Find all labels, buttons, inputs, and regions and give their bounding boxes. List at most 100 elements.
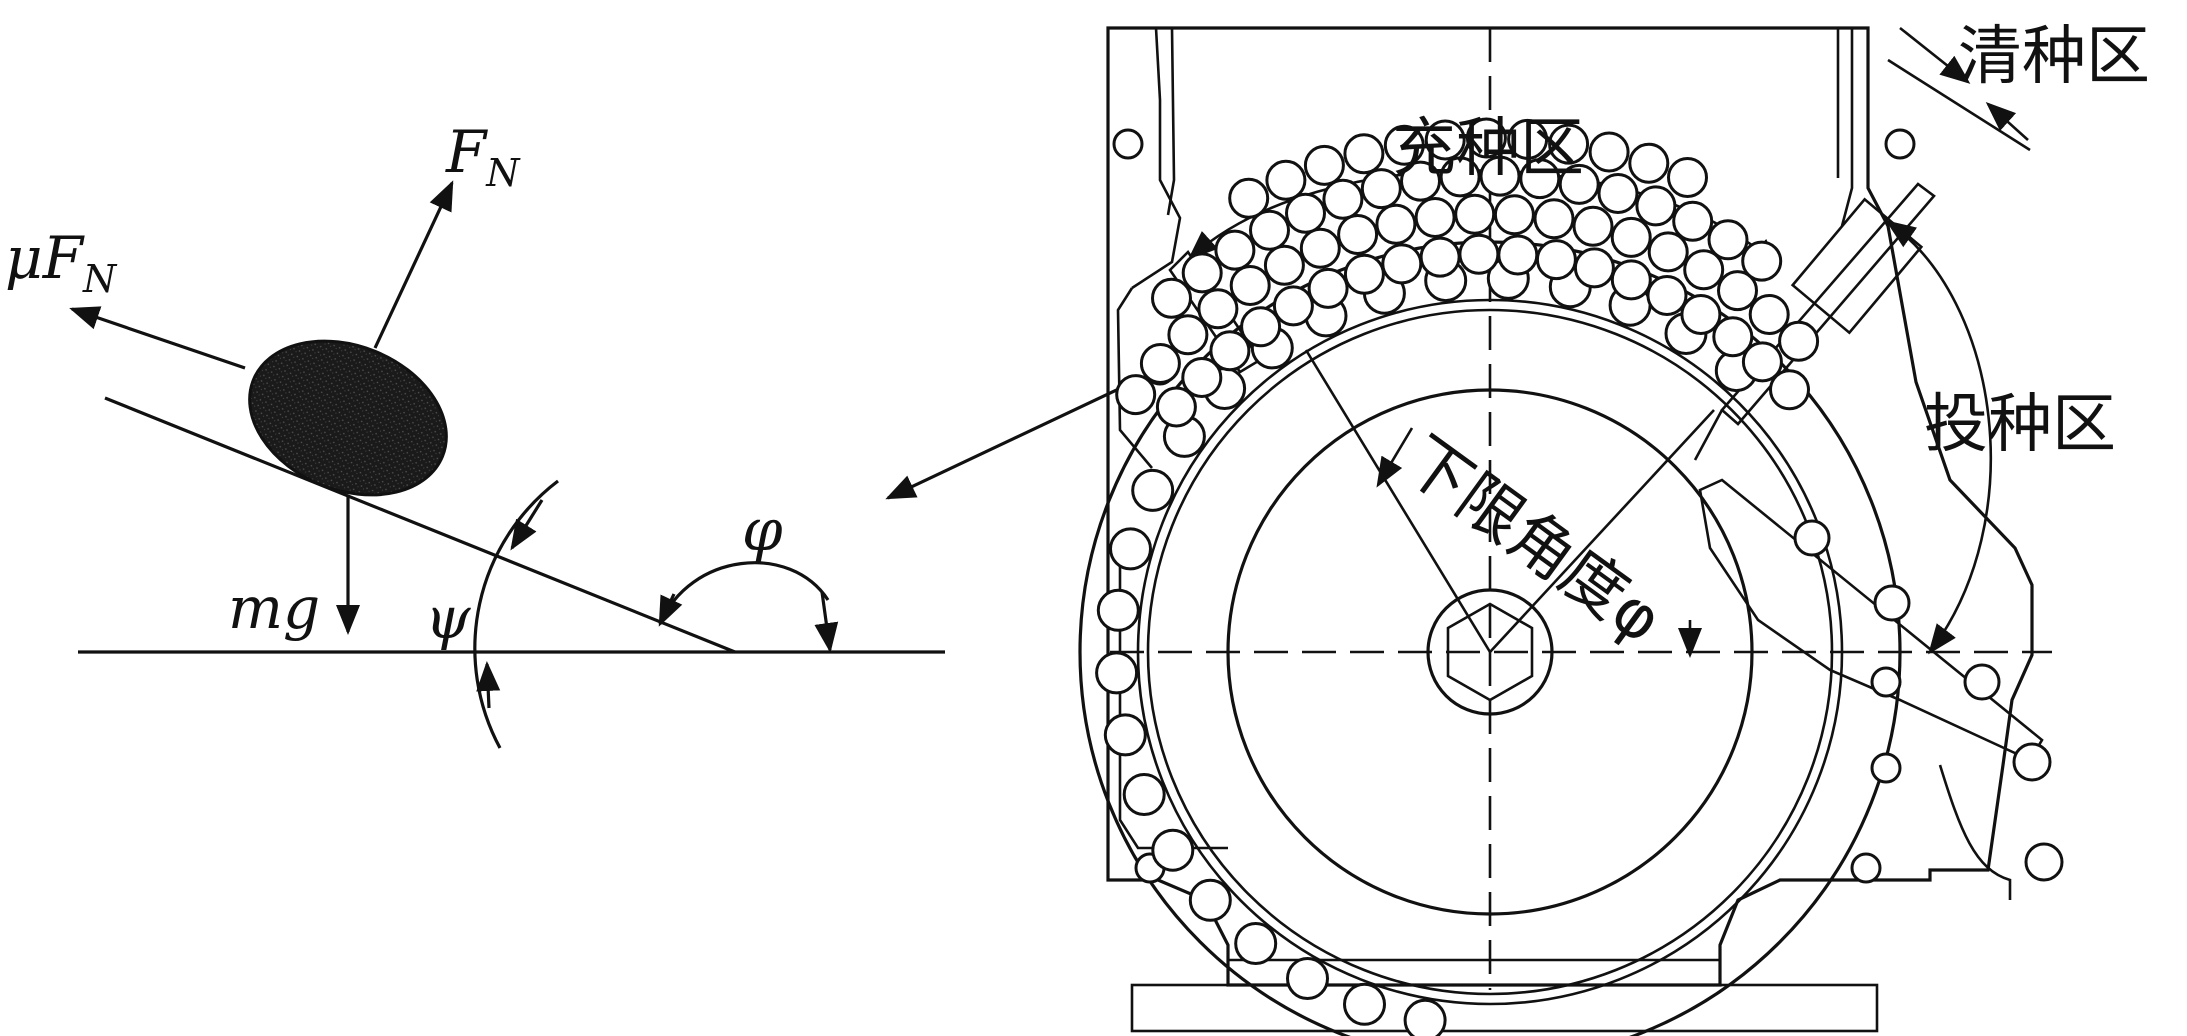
discharge-chute bbox=[1698, 478, 2044, 762]
phi-arc-right-tick bbox=[814, 591, 839, 653]
pile-seed bbox=[1151, 277, 1192, 319]
pile-seed bbox=[1717, 270, 1758, 312]
pile-seed bbox=[1343, 133, 1385, 175]
discharge-lip bbox=[1938, 764, 2012, 900]
pile-seed bbox=[1228, 177, 1270, 219]
pile-seed bbox=[1465, 117, 1507, 159]
gravity-label: mg bbox=[228, 574, 320, 642]
clearing-zone-label: 清种区 bbox=[1958, 20, 2150, 94]
pile-seed bbox=[1558, 163, 1600, 205]
pile-seed bbox=[1741, 341, 1783, 383]
pile-seed bbox=[1263, 244, 1305, 286]
pocket-seed bbox=[1109, 527, 1152, 571]
pile-seed bbox=[1139, 343, 1181, 384]
radial-line-left bbox=[1304, 349, 1492, 653]
pile-seed bbox=[1229, 265, 1271, 306]
pile-seed bbox=[1419, 236, 1461, 278]
pile-seed bbox=[1646, 275, 1688, 316]
pile-seed bbox=[1115, 374, 1157, 416]
pile-seed bbox=[1572, 205, 1614, 247]
pile-seed bbox=[1769, 369, 1810, 411]
clearing-zone-leader bbox=[1887, 58, 2031, 152]
hopper-left-inner bbox=[1166, 27, 1176, 216]
friction-force-label: μFN bbox=[5, 224, 118, 301]
pile-seed bbox=[1610, 216, 1652, 258]
pile-seed bbox=[1383, 124, 1425, 166]
pile-seed bbox=[1507, 118, 1549, 160]
pile-seed bbox=[1741, 240, 1783, 282]
pile-seed bbox=[1375, 203, 1417, 245]
pile-seed bbox=[1240, 306, 1282, 348]
pile-seed bbox=[1454, 193, 1496, 235]
pile-seed bbox=[1680, 294, 1722, 335]
pile-seed bbox=[1360, 168, 1402, 210]
pile-seed bbox=[1303, 144, 1345, 186]
pile-seed bbox=[1167, 314, 1209, 356]
pile-seed bbox=[1712, 316, 1754, 358]
pile-seed bbox=[1647, 231, 1689, 273]
pile-seed bbox=[1214, 229, 1256, 271]
psi-arc-lower-tick bbox=[476, 661, 501, 709]
hopper-right-wall bbox=[1840, 28, 1854, 227]
lower-limit-angle-label: 下限角度φ bbox=[1391, 423, 1676, 658]
pile-seed bbox=[1707, 219, 1749, 261]
pocket-seed bbox=[1103, 713, 1147, 757]
pile-seed bbox=[1322, 178, 1364, 220]
clearing-blade-edge bbox=[1693, 409, 1724, 461]
pocket-seed bbox=[1234, 922, 1278, 965]
pile-seed bbox=[1683, 249, 1725, 291]
psi-arc-upper-tick bbox=[510, 499, 544, 551]
psi-label: ψ bbox=[425, 584, 471, 652]
pile-seed bbox=[1249, 209, 1290, 251]
force-diagram: FN μFN mg ψ φ bbox=[5, 118, 945, 749]
pile-seed bbox=[1635, 185, 1677, 227]
pile-seed bbox=[1197, 288, 1239, 330]
pile-seed bbox=[1519, 158, 1561, 200]
pocket-seed bbox=[1403, 998, 1447, 1036]
metering-device: 清种区 充种区 投种区 下限角度φ bbox=[1078, 20, 2150, 1036]
housing-left-lobe bbox=[1116, 287, 1153, 469]
pile-seed bbox=[1400, 160, 1441, 202]
pile-seed bbox=[1535, 239, 1577, 281]
pile-seed bbox=[1548, 123, 1590, 165]
radial-line-right bbox=[1489, 409, 1715, 653]
pile-seed bbox=[1610, 259, 1652, 301]
psi-angle-arc bbox=[473, 479, 559, 749]
pile-seed bbox=[1299, 227, 1341, 269]
seed-particle bbox=[248, 339, 448, 497]
pile-seed bbox=[1628, 142, 1670, 184]
pile-seed bbox=[1307, 267, 1349, 309]
pocket-seed bbox=[1343, 982, 1386, 1026]
pile-seed bbox=[1533, 198, 1575, 240]
pile-seed bbox=[1479, 155, 1521, 197]
pile-seed bbox=[1414, 197, 1456, 238]
pile-seed bbox=[1748, 294, 1790, 335]
base-flange bbox=[1130, 983, 1879, 1033]
lower-angle-pointer bbox=[1376, 427, 1414, 488]
pile-seed bbox=[1497, 234, 1539, 276]
pile-seed bbox=[1667, 157, 1708, 198]
pile-seed bbox=[1265, 159, 1307, 201]
filling-zone-label: 充种区 bbox=[1392, 112, 1584, 186]
bolt-holes bbox=[1112, 128, 1916, 884]
pile-seed bbox=[1337, 214, 1379, 255]
dropping-zone-label: 投种区 bbox=[1924, 388, 2116, 462]
pile-seed bbox=[1493, 194, 1535, 236]
pile-seed bbox=[1597, 173, 1639, 214]
pocket-seed bbox=[1151, 828, 1195, 872]
pocket-seed bbox=[1096, 588, 1140, 632]
phi-angle-arc bbox=[658, 561, 830, 625]
clearing-blade bbox=[1720, 182, 1936, 426]
pile-seed bbox=[1439, 156, 1481, 198]
pocket-seed bbox=[1188, 878, 1232, 922]
pile-seed bbox=[1381, 243, 1423, 285]
pocket-seed bbox=[1122, 773, 1166, 816]
pile-seed bbox=[1155, 386, 1197, 428]
pile-seed bbox=[1778, 320, 1820, 362]
pile-seed bbox=[1343, 253, 1385, 295]
pocket-seed bbox=[1286, 957, 1329, 1000]
pile-seed bbox=[1588, 131, 1630, 173]
pocket-seed bbox=[1095, 651, 1139, 695]
inclined-plane bbox=[104, 396, 736, 654]
